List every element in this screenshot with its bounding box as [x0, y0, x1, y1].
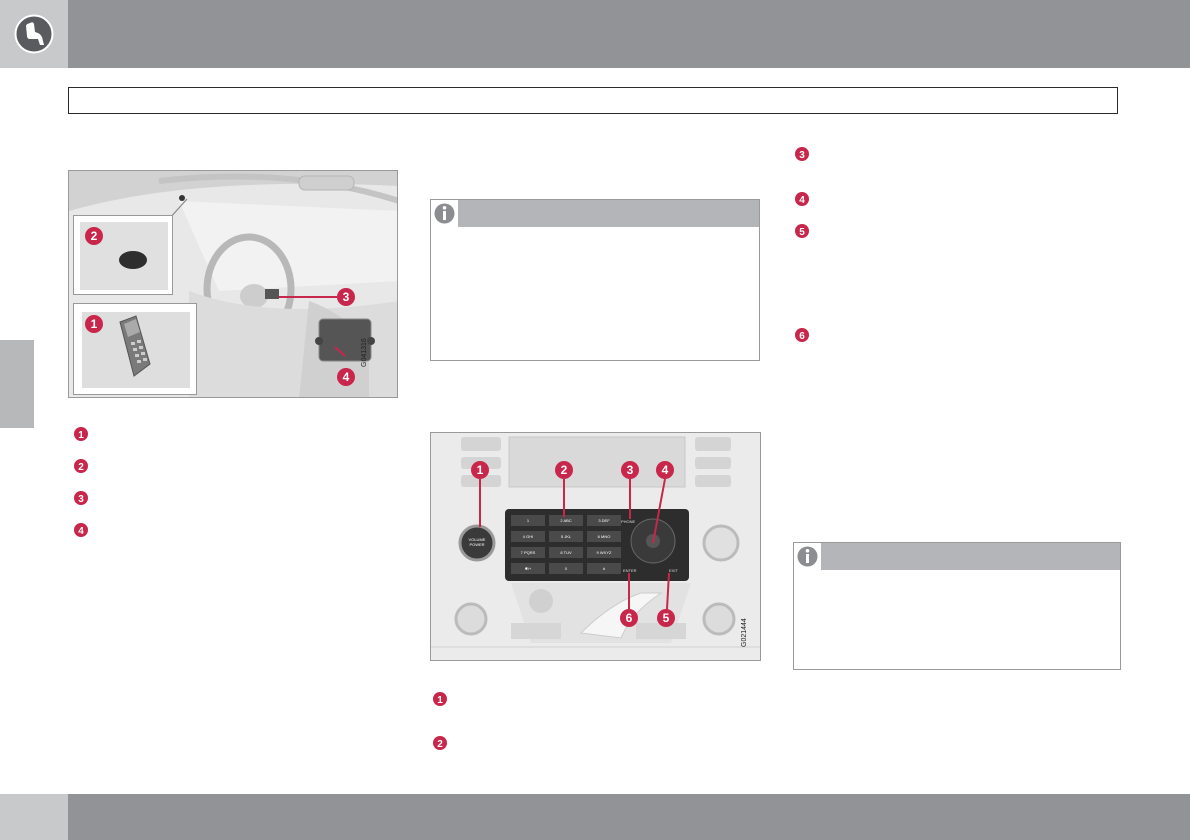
key-3[interactable]: 3 DEF — [587, 515, 621, 526]
key-5[interactable]: 5 JKL — [549, 531, 583, 542]
figure-code: G041316 — [361, 338, 368, 367]
svg-text:5: 5 — [799, 227, 805, 238]
svg-text:3: 3 — [627, 463, 634, 477]
header-bar — [68, 0, 1190, 68]
microphone-icon — [119, 251, 147, 269]
svg-text:5: 5 — [663, 611, 670, 625]
keypad: 1 2 ABC 3 DEF 4 GHI 5 JKL 6 MNO 7 PQRS 8… — [511, 515, 625, 577]
enter-button-label[interactable]: ENTER — [623, 568, 637, 573]
figure-callout-2: 2 — [85, 227, 103, 245]
console-drawing — [431, 433, 760, 660]
inset-phone — [73, 303, 197, 395]
volume-knob-label: VOLUME POWER — [468, 537, 486, 547]
list-marker-4: 4 — [74, 523, 88, 537]
list-marker-2: 2 — [74, 459, 88, 473]
right-list-marker-3: 3 — [795, 147, 809, 161]
right-list-marker-6: 6 — [795, 328, 809, 342]
chapter-tab — [0, 340, 34, 428]
svg-text:4: 4 — [662, 463, 669, 477]
inset-microphone — [73, 215, 173, 295]
info-icon — [797, 546, 818, 567]
mid-list-marker-2: 2 — [433, 736, 447, 750]
console-callout-2: 2 — [555, 461, 573, 479]
key-hash[interactable]: # — [587, 563, 621, 574]
svg-text:4: 4 — [78, 526, 84, 537]
figure-code: G021444 — [741, 618, 748, 647]
svg-text:1: 1 — [78, 430, 84, 441]
key-4[interactable]: 4 GHI — [511, 531, 545, 542]
footer-corner — [0, 794, 68, 840]
svg-text:4: 4 — [343, 370, 350, 384]
info-icon — [434, 203, 455, 224]
note-header — [794, 543, 1120, 570]
center-console-figure: VOLUME POWER 1 2 ABC 3 DEF 4 GHI 5 JKL 6… — [430, 432, 761, 661]
svg-text:1: 1 — [91, 317, 98, 331]
car-seat-icon — [14, 14, 54, 54]
svg-text:3: 3 — [343, 290, 350, 304]
console-callout-5: 5 — [657, 609, 675, 627]
svg-text:1: 1 — [437, 695, 443, 706]
mobile-phone-icon — [119, 315, 151, 377]
key-7[interactable]: 7 PQRS — [511, 547, 545, 558]
key-2[interactable]: 2 ABC — [549, 515, 583, 526]
car-interior-figure: 1 2 3 4 G041316 — [68, 170, 398, 398]
console-callout-4: 4 — [656, 461, 674, 479]
key-8[interactable]: 8 TUV — [549, 547, 583, 558]
svg-text:2: 2 — [437, 739, 443, 750]
svg-text:3: 3 — [799, 150, 805, 161]
key-star[interactable]: ✱/+ — [511, 563, 545, 574]
svg-text:1: 1 — [477, 463, 484, 477]
footer-bar — [68, 794, 1190, 840]
svg-text:2: 2 — [78, 462, 84, 473]
car-interior-callout-lines — [279, 296, 346, 357]
phone-button-label[interactable]: PHONE — [621, 519, 636, 524]
exit-button-label[interactable]: EXIT — [669, 568, 678, 573]
svg-text:2: 2 — [561, 463, 568, 477]
console-callout-1: 1 — [471, 461, 489, 479]
right-list-marker-4: 4 — [795, 192, 809, 206]
figure-callout-4: 4 — [337, 368, 355, 386]
console-callout-lines — [479, 478, 670, 610]
console-callout-3: 3 — [621, 461, 639, 479]
svg-text:4: 4 — [799, 195, 805, 206]
list-marker-3: 3 — [74, 491, 88, 505]
section-title-frame — [68, 87, 1118, 114]
note-header — [431, 200, 759, 227]
mid-list-marker-1: 1 — [433, 692, 447, 706]
note-box-2 — [793, 542, 1121, 670]
key-0[interactable]: 0 — [549, 563, 583, 574]
figure-callout-1: 1 — [85, 315, 103, 333]
list-marker-1: 1 — [74, 427, 88, 441]
note-box-1 — [430, 199, 760, 361]
key-9[interactable]: 9 WXYZ — [587, 547, 621, 558]
svg-text:6: 6 — [799, 331, 805, 342]
figure-callout-3: 3 — [337, 288, 355, 306]
right-list-marker-5: 5 — [795, 224, 809, 238]
svg-text:2: 2 — [91, 229, 98, 243]
key-1[interactable]: 1 — [511, 515, 545, 526]
console-callout-6: 6 — [620, 609, 638, 627]
svg-text:3: 3 — [78, 494, 84, 505]
svg-text:6: 6 — [626, 611, 633, 625]
key-6[interactable]: 6 MNO — [587, 531, 621, 542]
